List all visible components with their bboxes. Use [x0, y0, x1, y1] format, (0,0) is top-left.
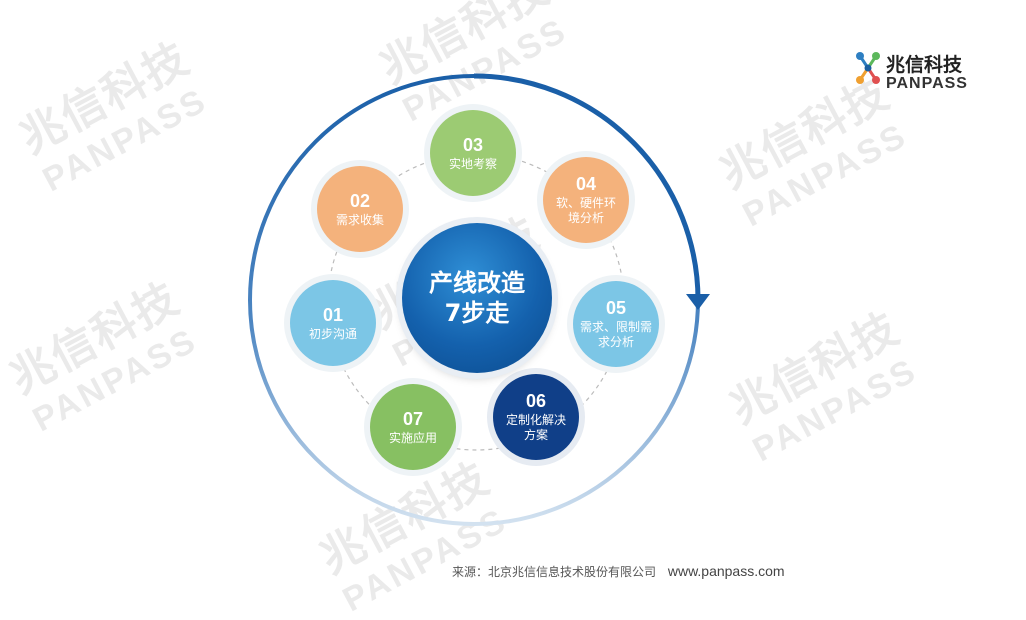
center-title-circle: 产线改造 7步走	[402, 223, 552, 373]
panpass-logo: 兆信科技 PANPASS	[852, 48, 967, 92]
logo-text-en: PANPASS	[886, 75, 968, 92]
center-title-line2: 7步走	[444, 299, 510, 327]
source-note: 来源：北京兆信信息技术股份有限公司 www.panpass.com	[452, 563, 785, 580]
step-03: 03 实地考察	[430, 110, 516, 196]
source-text: 来源：北京兆信信息技术股份有限公司	[452, 565, 657, 579]
logo-icon	[856, 52, 880, 84]
source-url: www.panpass.com	[667, 563, 785, 579]
ring-arrow-icon	[686, 294, 710, 310]
logo-text-cn: 兆信科技	[886, 54, 963, 76]
step-05: 05 需求、限制需求分析	[573, 281, 659, 367]
step-01: 01 初步沟通	[290, 280, 376, 366]
step-07: 07 实施应用	[370, 384, 456, 470]
step-04: 04 软、硬件环境分析	[543, 157, 629, 243]
cycle-ring	[248, 73, 710, 526]
step-02: 02 需求收集	[317, 166, 403, 252]
center-title-line1: 产线改造	[429, 269, 525, 297]
step-06: 06 定制化解决方案	[493, 374, 579, 460]
